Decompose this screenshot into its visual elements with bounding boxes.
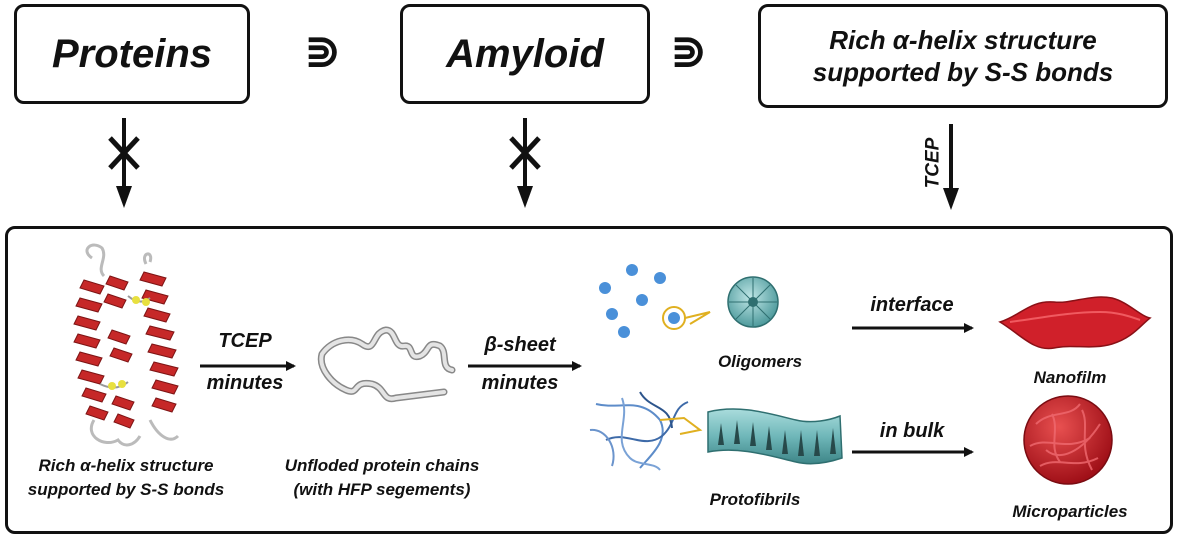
protofibrils-label: Protofibrils <box>709 490 801 509</box>
nanofilm-icon <box>998 296 1152 350</box>
amyloid-label: Amyloid <box>446 31 604 76</box>
helix-caption: Rich α-helix structure supported by S-S … <box>12 454 240 502</box>
microparticles-label: Microparticles <box>1012 502 1128 521</box>
step2-top-label: β-sheet <box>484 334 556 356</box>
step1-top-label: TCEP <box>218 330 272 352</box>
rich-helix-line1: Rich α-helix structure <box>829 25 1097 55</box>
process-panel <box>5 226 1173 534</box>
step1-bottom-label: minutes <box>206 372 284 394</box>
superset-symbol-2: ⋑ <box>670 26 707 77</box>
protofibril-strands-icon <box>589 391 703 471</box>
helix-caption-line2: supported by S-S bonds <box>27 480 225 499</box>
unfolded-caption: Unfloded protein chains (with HFP segeme… <box>262 454 502 502</box>
microparticle-icon <box>1023 395 1113 485</box>
blocked-arrow-proteins <box>108 118 140 208</box>
unfolded-caption-line2: (with HFP segements) <box>293 480 471 499</box>
unfolded-caption-line1: Unfloded protein chains <box>284 456 480 475</box>
oligomer-dots-icon <box>599 264 711 338</box>
oligomers-label: Oligomers <box>717 352 803 371</box>
helix-bundle-icon <box>73 243 180 447</box>
proteins-label: Proteins <box>51 31 213 76</box>
tcep-vertical-label: TCEP <box>922 137 944 189</box>
nanofilm-label: Nanofilm <box>1033 368 1107 387</box>
unfolded-chain-icon <box>317 326 456 403</box>
superset-symbol-1: ⋑ <box>304 26 341 77</box>
protofibril-tube-icon <box>707 408 843 465</box>
helix-caption-line1: Rich α-helix structure <box>38 456 214 475</box>
proteins-box: Proteins <box>14 4 250 104</box>
in-bulk-label: in bulk <box>879 420 945 442</box>
rich-helix-line2: supported by S-S bonds <box>812 57 1114 87</box>
tcep-vertical-arrow <box>943 124 959 210</box>
rich-helix-box: Rich α-helix structure supported by S-S … <box>758 4 1168 108</box>
blocked-arrow-amyloid <box>509 118 541 208</box>
interface-label: interface <box>870 294 954 316</box>
step2-bottom-label: minutes <box>481 372 559 394</box>
oligomer-sphere-icon <box>727 276 779 328</box>
amyloid-box: Amyloid <box>400 4 650 104</box>
